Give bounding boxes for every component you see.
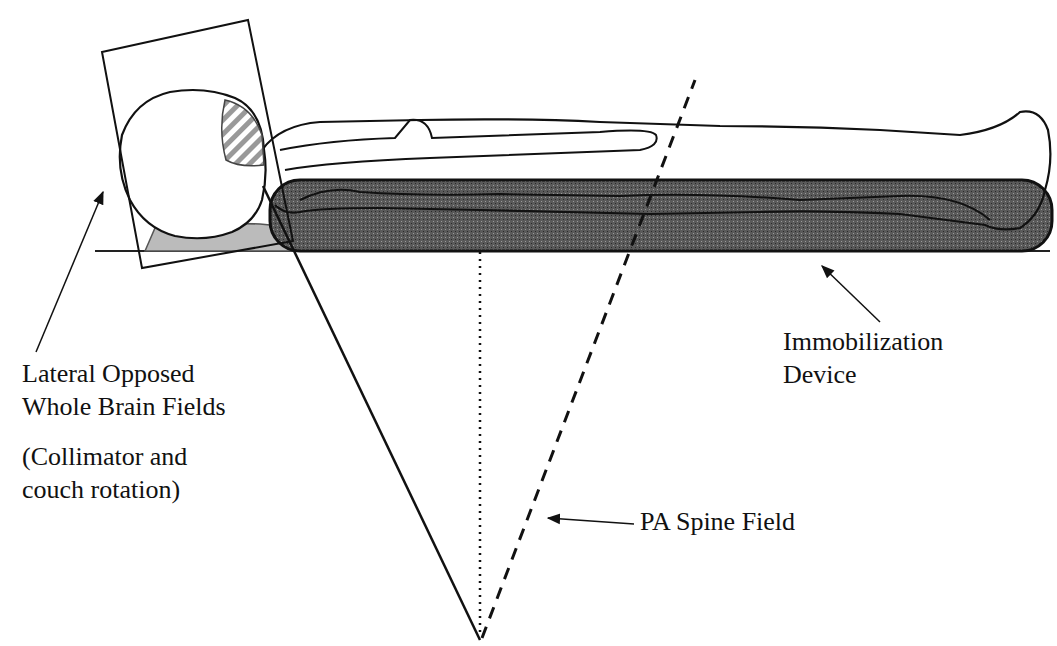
body-contour bbox=[300, 190, 990, 220]
annotation-label: (Collimator and couch rotation) bbox=[22, 440, 232, 506]
central-axis bbox=[479, 252, 482, 636]
patient-body bbox=[262, 111, 1050, 229]
leader-arrow bbox=[548, 518, 634, 524]
patient-head bbox=[120, 90, 266, 238]
brain-field-edge bbox=[263, 186, 480, 640]
brain-field bbox=[102, 20, 293, 268]
annotation-label: Lateral Opposed Whole Brain Fields bbox=[22, 357, 260, 423]
immobilization-device bbox=[270, 180, 1052, 251]
patient-arm bbox=[280, 120, 657, 170]
leader-arrow bbox=[36, 192, 103, 352]
shielded-region bbox=[222, 100, 264, 166]
annotation-label: PA Spine Field bbox=[640, 505, 940, 538]
spine-field-edge bbox=[482, 80, 695, 638]
leader-arrow bbox=[822, 266, 880, 322]
annotation-label: Immobilization Device bbox=[783, 325, 983, 391]
